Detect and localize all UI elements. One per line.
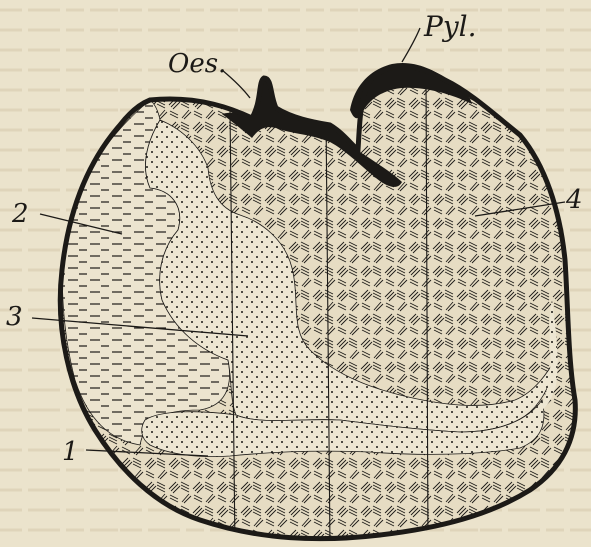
label-3: 3 <box>6 302 23 332</box>
label-1: 1 <box>62 437 79 467</box>
label-oes: Oes. <box>168 49 226 79</box>
label-2: 2 <box>11 199 29 229</box>
label-4: 4 <box>565 185 583 215</box>
label-pyl: Pyl. <box>423 10 477 43</box>
